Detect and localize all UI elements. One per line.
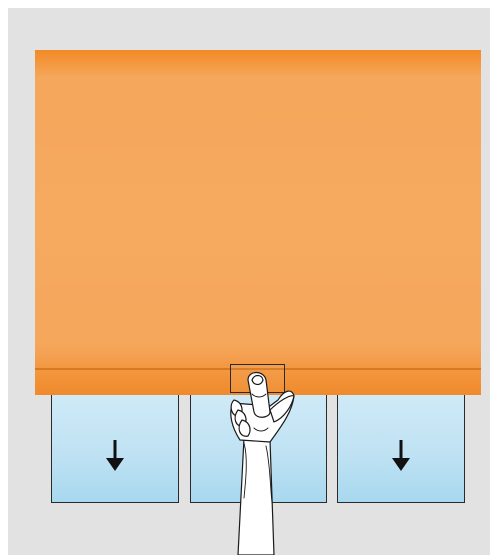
roller-blind-illustration <box>8 8 490 555</box>
hand-icon <box>8 8 490 555</box>
